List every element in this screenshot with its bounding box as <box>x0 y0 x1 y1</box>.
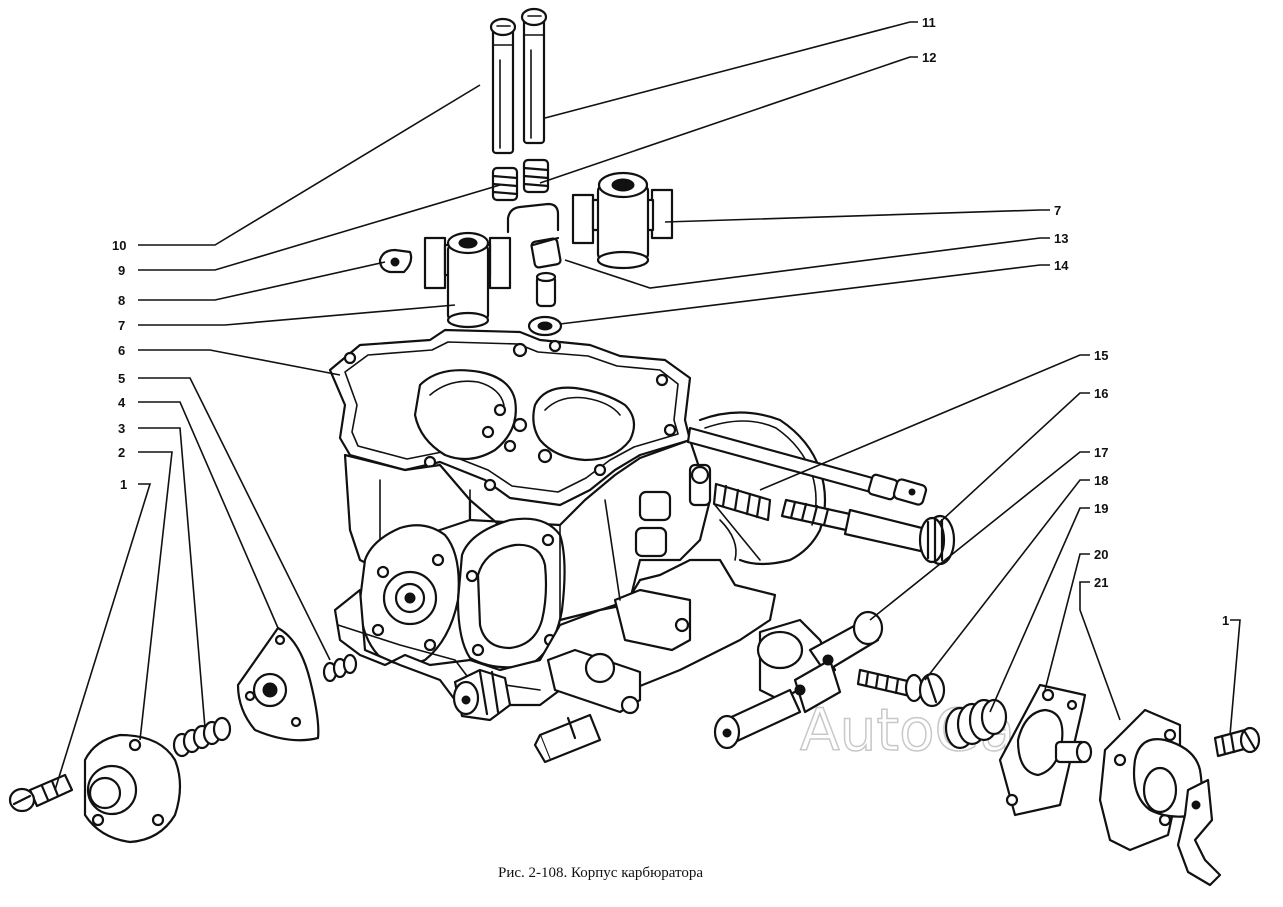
callout-20: 20 <box>1094 547 1108 562</box>
small-clip <box>378 248 413 274</box>
carburetor-body <box>328 328 928 764</box>
callout-11: 11 <box>922 15 936 30</box>
round-cover <box>83 733 182 844</box>
callout-7-left: 7 <box>118 318 125 333</box>
callout-7-right: 7 <box>1054 203 1061 218</box>
small-valve <box>530 236 562 308</box>
screw-right <box>1213 726 1261 758</box>
rear-throttle-lever <box>698 411 827 566</box>
nozzle-block-left <box>423 231 512 329</box>
right-side-spring <box>712 482 772 522</box>
callout-14: 14 <box>1054 258 1069 273</box>
nozzle-block-right <box>571 171 674 270</box>
wire-clip <box>506 202 560 234</box>
callout-12: 12 <box>922 50 936 65</box>
triangular-diaphragm <box>236 626 320 742</box>
vent-tube <box>686 426 928 506</box>
callout-9: 9 <box>118 263 125 278</box>
callout-1-left: 1 <box>120 477 127 492</box>
idle-screw-left <box>452 668 512 722</box>
jet-tubes <box>489 7 548 155</box>
dashpot-arm <box>713 610 884 750</box>
callout-16: 16 <box>1094 386 1108 401</box>
callout-13: 13 <box>1054 231 1068 246</box>
callout-3: 3 <box>118 421 125 436</box>
slotted-screw <box>856 668 946 708</box>
callout-4: 4 <box>118 395 126 410</box>
screw-left <box>8 773 74 813</box>
callout-10: 10 <box>112 238 126 253</box>
pump-cover-lever <box>1098 708 1222 887</box>
callout-15: 15 <box>1094 348 1108 363</box>
callout-labels: 11 12 10 9 8 7 6 5 4 3 2 1 7 13 14 15 16… <box>112 15 1229 628</box>
cover-spring <box>172 716 232 758</box>
callout-1-right: 1 <box>1222 613 1229 628</box>
callout-6: 6 <box>118 343 125 358</box>
callout-19: 19 <box>1094 501 1108 516</box>
small-springs <box>491 158 550 202</box>
diaphragm-cover <box>998 683 1093 817</box>
callout-21: 21 <box>1094 575 1108 590</box>
throttle-shaft-end <box>533 713 602 764</box>
callout-18: 18 <box>1094 473 1108 488</box>
small-spring-5 <box>322 653 358 683</box>
leader-lines <box>54 21 1241 791</box>
callout-2: 2 <box>118 445 125 460</box>
figure-caption: Рис. 2-108. Корпус карбюратора <box>498 865 703 881</box>
washer <box>527 315 563 337</box>
callout-8: 8 <box>118 293 125 308</box>
callout-5: 5 <box>118 371 125 386</box>
callout-17: 17 <box>1094 445 1108 460</box>
adjust-screw <box>780 498 956 566</box>
